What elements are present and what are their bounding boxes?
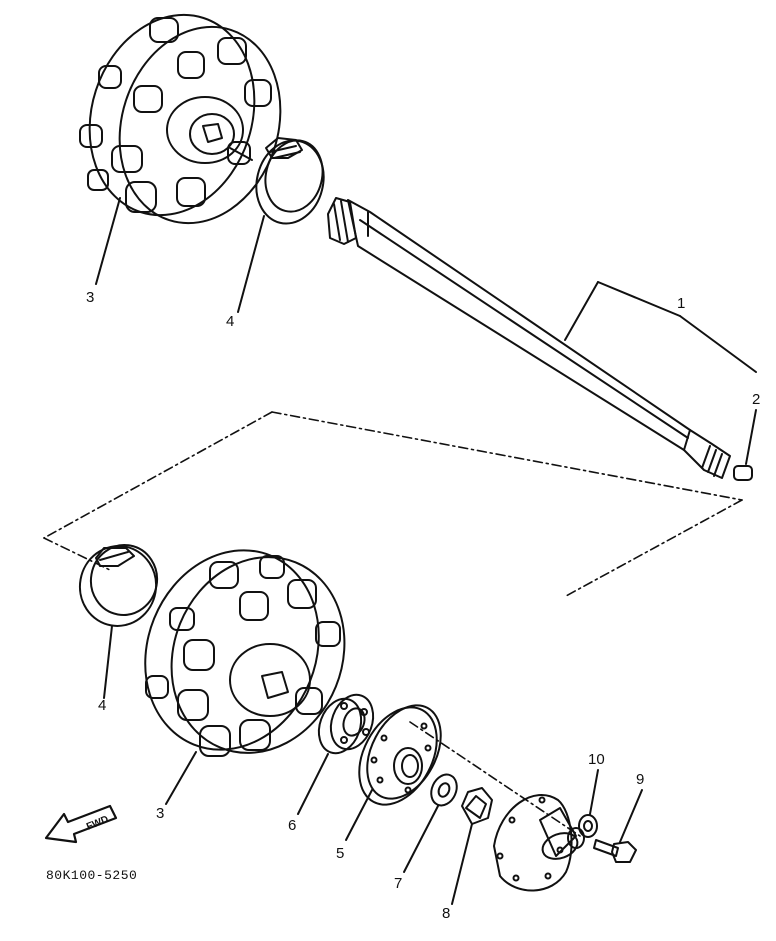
callout-3-bottom: 3 <box>156 805 165 822</box>
sprocket-bottom <box>144 549 346 805</box>
callout-7: 7 <box>394 875 403 892</box>
nut <box>451 787 493 905</box>
bearing <box>297 693 375 815</box>
shaft <box>327 197 757 481</box>
callout-9: 9 <box>636 771 645 788</box>
clamp-top <box>237 137 325 313</box>
flange-plate <box>345 704 442 841</box>
callout-10: 10 <box>588 751 605 768</box>
callout-1: 1 <box>677 295 686 312</box>
callout-3-top: 3 <box>86 289 95 306</box>
callout-2: 2 <box>752 391 761 408</box>
callout-4-bottom: 4 <box>98 697 107 714</box>
clamp-bottom <box>78 544 159 699</box>
callout-5: 5 <box>336 845 345 862</box>
fwd-arrow-icon <box>44 804 118 844</box>
small-washer <box>578 769 599 838</box>
hub-plate <box>493 794 585 892</box>
bolt <box>593 789 643 863</box>
sprocket-top <box>79 13 282 285</box>
diagram-code: 80K100-5250 <box>46 868 138 883</box>
callout-6: 6 <box>288 817 297 834</box>
callout-4-top: 4 <box>226 313 235 330</box>
callout-8: 8 <box>442 905 451 922</box>
fwd-label: FWD <box>85 814 110 833</box>
washer <box>403 773 458 873</box>
